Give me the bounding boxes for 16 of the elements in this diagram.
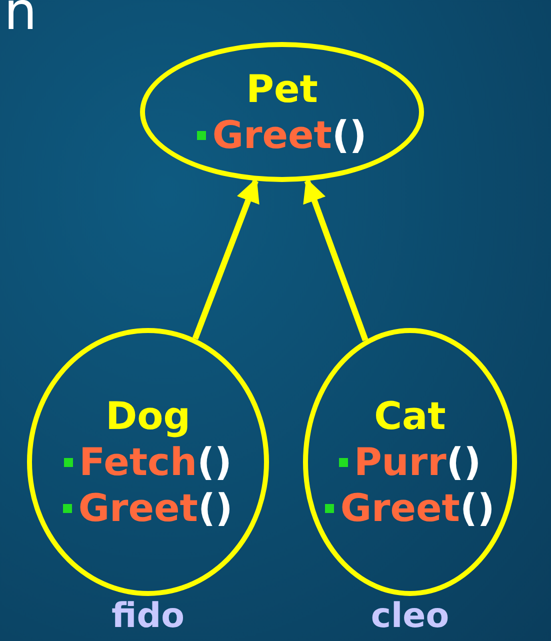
arrow [192,178,260,340]
method-item: Fetch() [64,443,232,481]
method-item: Greet() [63,489,233,527]
arrow [303,178,368,342]
heading-fragment: n [4,0,37,38]
method-item: Greet() [197,116,367,154]
method-item: Greet() [325,489,495,527]
class-name: Dog [106,397,190,435]
class-name: Pet [246,70,318,108]
instance-name: cleo [370,599,450,633]
class-name: Cat [374,397,446,435]
class-ellipse [27,328,269,596]
class-ellipse [303,328,517,596]
instance-name: fido [110,599,186,633]
class-ellipse [140,42,424,182]
method-item: Purr() [338,443,482,481]
